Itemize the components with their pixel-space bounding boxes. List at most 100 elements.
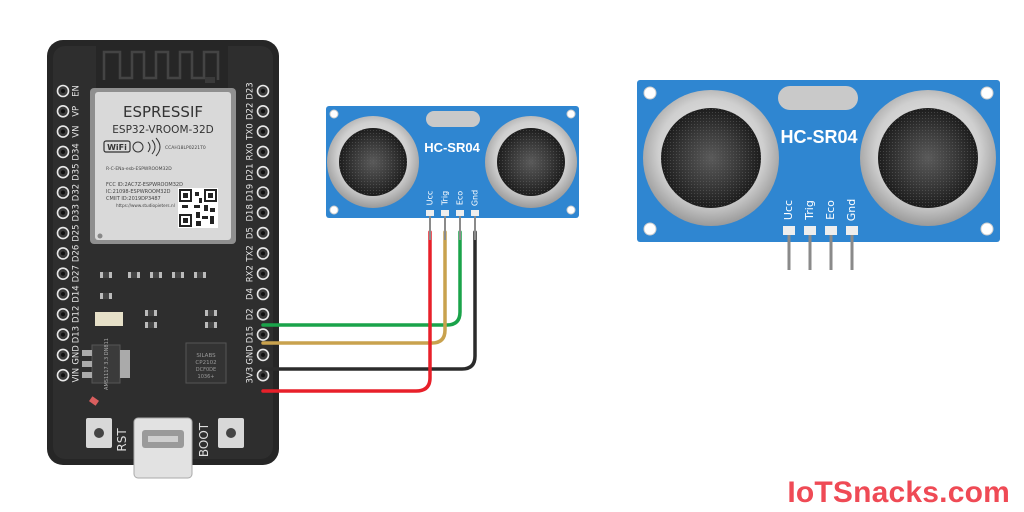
pin-label: VP bbox=[72, 106, 82, 117]
pin-left-d33: D33 bbox=[56, 204, 82, 221]
crystal bbox=[778, 86, 858, 110]
wires bbox=[261, 230, 477, 393]
pin-label: D35 bbox=[72, 164, 82, 181]
pin-legs-large bbox=[787, 235, 854, 270]
pin-label: D5 bbox=[246, 227, 256, 239]
pin-right-d19: D19 bbox=[246, 184, 270, 201]
pin-label: RX0 bbox=[246, 143, 256, 160]
pin-label: D19 bbox=[246, 184, 256, 201]
wire-d2-eco bbox=[261, 230, 462, 327]
pin-label: TX0 bbox=[246, 123, 256, 140]
rst-label: RST bbox=[115, 428, 129, 452]
pin-label: D22 bbox=[246, 103, 256, 120]
pin-pads-large bbox=[783, 226, 858, 235]
pin-label: TX2 bbox=[246, 245, 256, 262]
sensor-pin-label-ucc: Ucc bbox=[426, 191, 435, 206]
pin-pads-small bbox=[426, 210, 479, 216]
pin-label: D23 bbox=[246, 82, 256, 99]
pin-right-d21: D21 bbox=[246, 164, 270, 181]
pin-right-d4: D4 bbox=[246, 287, 270, 301]
pin-label: 3V3 bbox=[246, 367, 256, 384]
pin-label: D21 bbox=[246, 164, 256, 181]
regulator-text: AMS1117 3.3 DN811 bbox=[104, 338, 110, 390]
esp32-board: ESPRESSIF ESP32-VROOM-32D WiFi CCAH18LP0… bbox=[47, 40, 279, 479]
sensor-pin-label-ucc: Ucc bbox=[782, 200, 795, 220]
module-ce-line: R-C-ENa-esb-ESPWROOM32D bbox=[106, 166, 172, 172]
pin-right-3v3: 3V3 bbox=[246, 367, 270, 384]
pin-label: RX2 bbox=[246, 265, 256, 282]
micro-usb-port[interactable] bbox=[133, 417, 193, 479]
pin-label: GND bbox=[72, 345, 82, 365]
pin-left-vin: VIN bbox=[56, 368, 82, 383]
module-cert-3: CMIIT ID:2019DP3487 bbox=[106, 196, 161, 202]
wifi-logo-icon bbox=[103, 140, 131, 153]
pin-left-d14: D14 bbox=[56, 285, 82, 303]
pin-left-en: EN bbox=[56, 84, 82, 98]
transducer-left bbox=[327, 116, 419, 208]
chip-line-1: SILABS bbox=[196, 353, 216, 359]
sensor-pin-label-trig: Trig bbox=[803, 200, 816, 221]
pin-left-d27: D27 bbox=[56, 265, 82, 282]
boot-label: BOOT bbox=[197, 422, 211, 457]
pin-legs-small bbox=[429, 216, 476, 240]
wire-3v3-ucc bbox=[261, 230, 432, 393]
chip-line-3: DCF0DE bbox=[196, 367, 216, 373]
signal-icon bbox=[147, 137, 161, 157]
pin-label: D18 bbox=[246, 204, 256, 221]
transducer-right bbox=[485, 116, 577, 208]
pin-label: D25 bbox=[72, 224, 82, 241]
pin-left-d26: D26 bbox=[56, 245, 82, 262]
pin-label: D2 bbox=[246, 308, 256, 320]
sensor-pin-label-gnd: Gnd bbox=[845, 199, 858, 221]
crystal bbox=[426, 111, 480, 127]
pin-label: D27 bbox=[72, 265, 82, 282]
pin-label: GND bbox=[246, 345, 256, 365]
pin-right-d15: D15 bbox=[246, 326, 270, 343]
chip-line-4: 1036+ bbox=[198, 374, 215, 380]
pin-label: D32 bbox=[72, 184, 82, 201]
pin-label: VIN bbox=[72, 368, 82, 383]
pin-right-rx2: RX2 bbox=[246, 265, 270, 282]
boot-button[interactable] bbox=[218, 418, 244, 448]
chip-line-2: CP2102 bbox=[195, 360, 216, 366]
brand-watermark: IoTSnacks.com bbox=[787, 476, 1010, 509]
module-model: ESP32-VROOM-32D bbox=[112, 124, 213, 136]
wifi-logo-text: WiFi bbox=[107, 143, 127, 152]
voltage-regulator: AMS1117 3.3 DN811 bbox=[82, 338, 130, 390]
pin-label: D13 bbox=[72, 326, 82, 343]
ce-mark-icon bbox=[132, 141, 144, 153]
pin-left-d25: D25 bbox=[56, 224, 82, 242]
sensor-pin-label-eco: Eco bbox=[824, 200, 837, 220]
pin-right-d5: D5 bbox=[246, 226, 270, 240]
module-small-code: CCAH18LP0221T0 bbox=[165, 145, 206, 151]
pin-left-d13: D13 bbox=[56, 326, 82, 343]
pin-left-d34: D34 bbox=[56, 143, 82, 161]
sensor-pin-label-trig: Trig bbox=[441, 191, 450, 206]
pin-left-vn: VN bbox=[56, 125, 82, 138]
pin-left-d35: D35 bbox=[56, 164, 82, 181]
rst-button[interactable] bbox=[86, 418, 112, 448]
transducer-right bbox=[860, 90, 996, 226]
pin-label: D33 bbox=[72, 204, 82, 221]
pin-right-gnd: GND bbox=[246, 345, 270, 365]
usb-serial-chip: SILABS CP2102 DCF0DE 1036+ bbox=[185, 342, 227, 384]
pin-label: D4 bbox=[246, 288, 256, 300]
sensor-name: HC-SR04 bbox=[424, 140, 480, 155]
pin-right-d2: D2 bbox=[246, 307, 270, 321]
pin-left-d12: D12 bbox=[56, 306, 82, 323]
pin-label: D12 bbox=[72, 306, 82, 323]
pin-right-d23: D23 bbox=[246, 82, 270, 100]
module-website: https://www.studiopieters.nl bbox=[116, 203, 175, 208]
pin-left-vp: VP bbox=[56, 105, 82, 118]
module-cert-2: IC:21098-ESPWROOM32D bbox=[106, 189, 171, 195]
module-cert-1: FCC ID:2AC7Z-ESPWROOM32D bbox=[106, 182, 183, 188]
qr-code-icon bbox=[178, 188, 218, 228]
pin-left-gnd: GND bbox=[56, 345, 82, 365]
pin-label: D14 bbox=[72, 285, 82, 302]
pin-label: D15 bbox=[246, 326, 256, 343]
